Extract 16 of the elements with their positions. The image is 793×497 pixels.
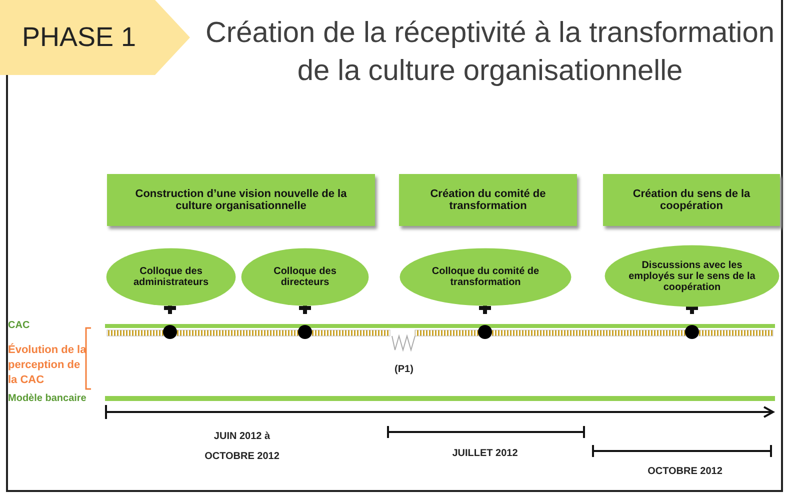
event-ellipse: Discussions avec les employés sur le sens de la coopération	[603, 244, 781, 308]
title: Création de la réceptivité à la transformation de la culture organisationnelle	[204, 16, 776, 89]
phase-box: Construction d’une vision nouvelle de la culture organisationnelle	[107, 174, 375, 226]
event-ellipse: Colloque des administrateurs	[105, 247, 237, 307]
period-label: OCTOBRE 2012	[646, 465, 724, 479]
row-label: Évolution de la perception de la CAC	[8, 343, 88, 388]
period-label: JUIN 2012 à OCTOBRE 2012	[204, 430, 280, 464]
phase-chevron: PHASE 1	[0, 0, 190, 75]
event-ellipse: Colloque du comité de transformation	[398, 247, 573, 307]
period-label: JUILLET 2012	[451, 447, 519, 461]
marker-label: (P1)	[394, 363, 414, 377]
event-ellipse: Colloque des directeurs	[240, 247, 370, 307]
row-label: CAC	[8, 319, 31, 333]
row-label: Modèle bancaire	[8, 392, 88, 406]
phase-box: Création du comité de transformation	[399, 174, 577, 226]
phase-box: Création du sens de la coopération	[603, 174, 780, 226]
